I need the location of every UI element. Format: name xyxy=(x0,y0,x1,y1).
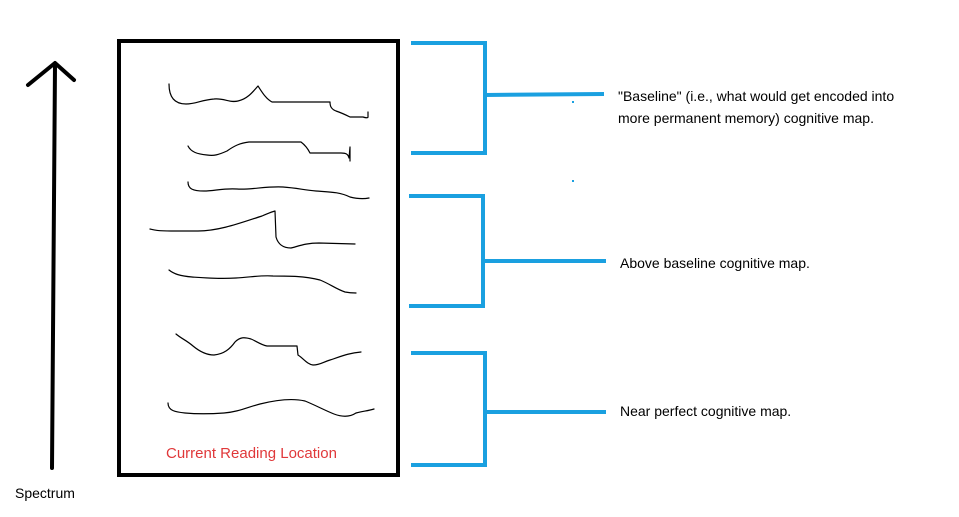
spectrum-arrow xyxy=(26,61,76,470)
baseline-cognitive-map-label: "Baseline" (i.e., what would get encoded… xyxy=(618,85,894,129)
speck xyxy=(572,101,574,103)
bracket-near-shape xyxy=(411,351,487,467)
spectrum-arrow-head xyxy=(26,61,76,87)
scribble-line-3 xyxy=(187,181,370,200)
scribble-line-6 xyxy=(175,333,362,366)
bracket-baseline xyxy=(411,41,605,155)
scribble-line-1 xyxy=(168,83,369,119)
bracket-baseline-pointer xyxy=(484,92,605,97)
scribble-line-4 xyxy=(149,210,356,249)
baseline-label-line-2: more permanent memory) cognitive map. xyxy=(618,110,874,126)
text-scribbles xyxy=(149,83,375,417)
reading-frame xyxy=(117,39,400,477)
near-perfect-cognitive-map-label: Near perfect cognitive map. xyxy=(620,403,792,419)
bracket-near-perfect xyxy=(411,351,606,467)
bracket-baseline-shape xyxy=(411,41,487,155)
spectrum-arrow-shaft xyxy=(50,63,57,470)
spectrum-label: Spectrum xyxy=(15,485,75,501)
speck xyxy=(572,180,574,182)
stray-specks xyxy=(572,101,574,182)
scribble-line-5 xyxy=(168,269,357,294)
scribble-line-7 xyxy=(167,398,375,417)
current-reading-location-label: Current Reading Location xyxy=(166,445,337,462)
scribble-line-2 xyxy=(187,141,351,162)
bracket-above-shape xyxy=(409,194,485,308)
above-baseline-cognitive-map-label: Above baseline cognitive map. xyxy=(620,255,810,271)
bracket-above-baseline xyxy=(409,194,606,308)
baseline-label-line-1: "Baseline" (i.e., what would get encoded… xyxy=(618,88,895,104)
